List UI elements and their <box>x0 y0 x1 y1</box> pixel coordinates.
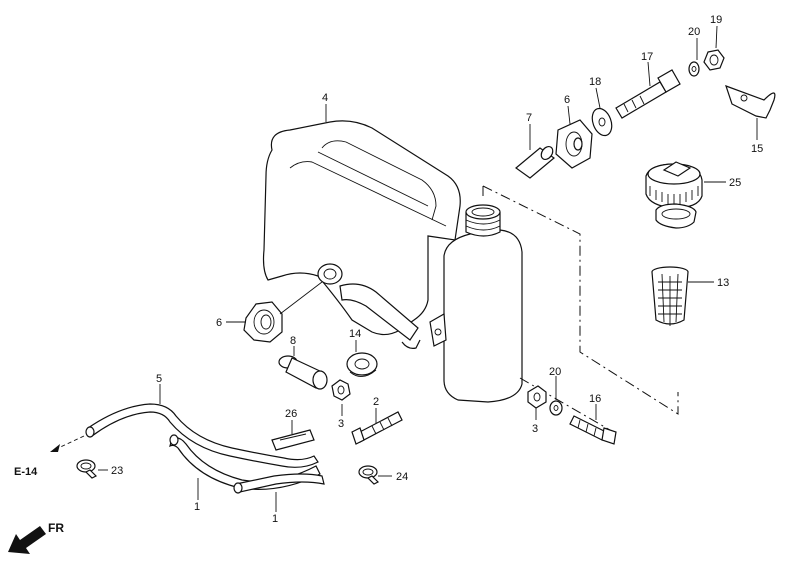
part-20-washer-upper <box>688 61 700 77</box>
part-8-collar <box>278 355 328 390</box>
part-19-nut <box>703 49 725 71</box>
callout-13: 13 <box>717 277 729 289</box>
e14-reference-arrow <box>50 435 85 452</box>
callout-16: 16 <box>589 393 601 405</box>
part-6-grommet-lower <box>243 301 283 343</box>
part-23-clamp <box>76 459 98 479</box>
tank-body-cylinder <box>429 204 523 403</box>
part-3-nut-left <box>331 379 351 401</box>
callout-8: 8 <box>290 335 296 347</box>
assembly-line-cap <box>482 185 679 415</box>
part-13-strainer <box>651 266 689 326</box>
part-2-bolt <box>351 411 403 445</box>
part-16-bolt <box>569 415 617 445</box>
part-3-nut-right <box>527 385 547 409</box>
callout-5: 5 <box>156 373 162 385</box>
part-26-clip <box>271 429 315 451</box>
callout-14: 14 <box>349 328 361 340</box>
part-15-bracket <box>725 85 776 119</box>
leader-lines <box>98 25 758 512</box>
part-20-washer-lower <box>549 400 563 416</box>
part-5-fuel-tube <box>85 403 319 468</box>
e14-reference-label: E-14 <box>14 466 38 478</box>
callout-23: 23 <box>111 465 123 477</box>
callout-1-right: 1 <box>272 513 278 525</box>
callout-15: 15 <box>751 143 763 155</box>
callout-17: 17 <box>641 51 653 63</box>
callout-3-left: 3 <box>338 418 344 430</box>
callout-1-left: 1 <box>194 501 200 513</box>
part-17-bolt <box>615 69 681 119</box>
part-14-grommet <box>346 352 378 377</box>
fuel-tank <box>262 120 461 349</box>
callout-18: 18 <box>589 76 601 88</box>
part-6-grommet-upper <box>555 119 593 169</box>
part-24-clamp <box>358 465 380 485</box>
part-25-fuel-cap <box>645 161 703 229</box>
callout-2: 2 <box>373 396 379 408</box>
callout-19: 19 <box>710 14 722 26</box>
callout-6-lower: 6 <box>216 317 222 329</box>
callout-24: 24 <box>396 471 408 483</box>
callout-7: 7 <box>526 112 532 124</box>
front-direction-arrow <box>8 526 46 554</box>
callout-3-right: 3 <box>532 423 538 435</box>
front-direction-label: FR <box>48 521 64 535</box>
part-1-fuel-tube <box>169 434 325 494</box>
callout-6-upper: 6 <box>564 94 570 106</box>
callout-labels: 4 7 6 18 17 20 19 15 25 13 6 8 14 3 2 5 … <box>14 14 763 535</box>
callout-20-lower: 20 <box>549 366 561 378</box>
part-18-washer <box>591 107 613 137</box>
callout-26: 26 <box>285 408 297 420</box>
callout-25: 25 <box>729 177 741 189</box>
callout-20-upper: 20 <box>688 26 700 38</box>
callout-4: 4 <box>322 92 328 104</box>
part-7-tube <box>515 145 555 179</box>
assembly-line-16 <box>519 377 611 431</box>
